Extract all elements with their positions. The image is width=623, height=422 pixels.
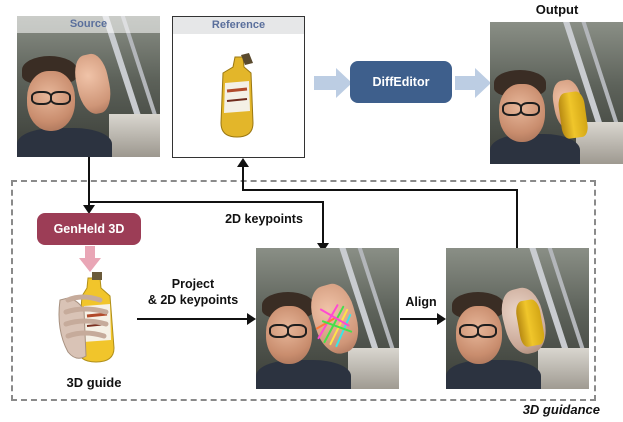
output-photo	[490, 22, 623, 164]
source-label-strip: Source	[17, 16, 160, 33]
genheld-to-guide-arrow	[79, 246, 101, 272]
reference-label: Reference	[211, 19, 266, 31]
feedback-horizontal-line	[242, 189, 518, 191]
guidance-label: 3D guidance	[522, 402, 600, 417]
diffeditor-to-output-arrow	[455, 68, 491, 98]
aligned-photo	[446, 248, 589, 389]
source-photo: Source	[17, 16, 160, 157]
genheld-block: GenHeld 3D	[37, 213, 141, 245]
guide-3d-label: 3D guide	[66, 375, 122, 390]
reference-to-diffeditor-arrow	[314, 68, 352, 98]
keypoints-down-arrowhead	[317, 243, 329, 252]
diffeditor-label: DiffEditor	[372, 75, 430, 89]
feedback-to-reference-line	[242, 166, 244, 191]
project-label-line2: & 2D keypoints	[147, 293, 239, 307]
guide-3d-render	[58, 272, 115, 363]
source-to-genheld-arrowhead	[83, 205, 95, 214]
align-arrow-line	[400, 318, 438, 320]
reference-bottle-image	[220, 53, 254, 138]
project-label-line1: Project	[171, 277, 215, 291]
keypoints-2d-label: 2D keypoints	[225, 212, 303, 226]
keypoints-photo	[256, 248, 399, 389]
align-arrowhead	[437, 313, 446, 325]
genheld-label: GenHeld 3D	[53, 222, 125, 236]
diffeditor-block: DiffEditor	[350, 61, 452, 103]
output-label: Output	[535, 2, 579, 17]
guidance-region	[11, 180, 596, 401]
source-to-keypoints-line	[88, 201, 324, 203]
project-arrowhead	[247, 313, 256, 325]
project-arrow-line	[137, 318, 249, 320]
source-to-genheld-line	[88, 157, 90, 209]
source-label: Source	[69, 18, 108, 30]
keypoints-down-line	[322, 201, 324, 245]
feedback-up-line	[516, 189, 518, 248]
feedback-arrowhead	[237, 158, 249, 167]
reference-panel: Reference	[172, 16, 305, 158]
align-label: Align	[405, 295, 437, 309]
